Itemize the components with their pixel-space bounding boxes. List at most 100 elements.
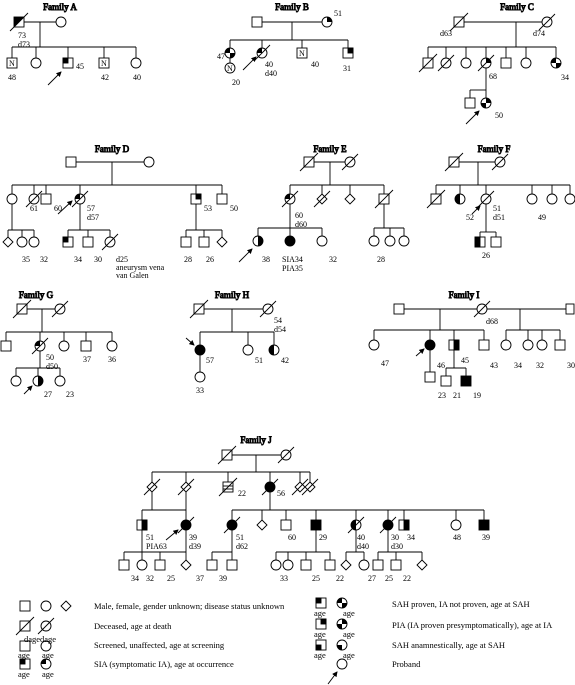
family-f-label: Family F bbox=[478, 144, 511, 154]
age-label: 23 bbox=[438, 391, 446, 400]
age-label: 19 bbox=[473, 391, 481, 400]
legend-sym-label: age bbox=[343, 629, 355, 639]
age-label: 51 bbox=[493, 204, 501, 213]
age-label: d68 bbox=[486, 317, 498, 326]
age-label: 51 bbox=[255, 356, 263, 365]
legend-text: SAH anamnestically, age at SAH bbox=[392, 640, 505, 650]
age-label: 73 bbox=[18, 31, 26, 40]
age-label: PIA63 bbox=[146, 542, 167, 551]
age-label: 34 bbox=[74, 255, 82, 264]
age-label: 22 bbox=[336, 574, 344, 583]
legend-sym-label: age bbox=[343, 608, 355, 618]
age-label: d60 bbox=[295, 220, 307, 229]
age-label: 51 bbox=[146, 533, 154, 542]
family-f bbox=[426, 152, 575, 248]
age-label: d57 bbox=[87, 213, 99, 222]
age-label: 42 bbox=[101, 73, 109, 82]
legend-text: PIA (IA proven presymptomatically), age … bbox=[392, 620, 553, 630]
age-label: d40 bbox=[357, 542, 369, 551]
family-c bbox=[418, 12, 562, 125]
age-label: 57 bbox=[206, 356, 214, 365]
age-label: 43 bbox=[490, 361, 498, 370]
family-b bbox=[224, 16, 354, 74]
age-label: 27 bbox=[368, 574, 376, 583]
legend-text: Screened, unaffected, age at screening bbox=[94, 640, 225, 650]
age-label: PIA35 bbox=[282, 264, 303, 273]
age-label: 68 bbox=[489, 72, 497, 81]
age-label: 34 bbox=[561, 73, 569, 82]
age-label: 34 bbox=[131, 574, 139, 583]
family-h bbox=[185, 299, 280, 383]
age-label: d51 bbox=[493, 213, 505, 222]
age-label: 39 bbox=[189, 533, 197, 542]
age-label: 32 bbox=[146, 574, 154, 583]
age-label: 48 bbox=[8, 73, 16, 82]
age-label: 54 bbox=[274, 316, 282, 325]
age-label: 53 bbox=[204, 204, 212, 213]
age-label: 47 bbox=[381, 359, 389, 368]
age-label: d74 bbox=[533, 29, 545, 38]
legend-text: Proband bbox=[392, 659, 421, 669]
age-label: 52 bbox=[466, 213, 474, 222]
legend-sym-label: age bbox=[314, 629, 326, 639]
age-label: 57 bbox=[87, 204, 95, 213]
age-label: 61 bbox=[30, 204, 38, 213]
family-i-label: Family I bbox=[449, 290, 480, 300]
age-label: 22 bbox=[238, 489, 246, 498]
age-label: 21 bbox=[453, 391, 461, 400]
age-label: 40 bbox=[311, 60, 319, 69]
age-label: d73 bbox=[18, 40, 30, 49]
age-label: 35 bbox=[22, 255, 30, 264]
age-label: 49 bbox=[538, 213, 546, 222]
legend bbox=[15, 597, 348, 685]
age-label: 50 bbox=[230, 204, 238, 213]
legend-sym-label: age bbox=[18, 669, 30, 679]
legend-sym-label: age bbox=[314, 608, 326, 618]
age-label: 51 bbox=[334, 9, 342, 18]
age-label: 38 bbox=[262, 255, 270, 264]
family-j bbox=[118, 445, 490, 571]
age-label: 34 bbox=[514, 361, 522, 370]
age-label: d30 bbox=[391, 542, 403, 551]
age-label: 50 bbox=[495, 111, 503, 120]
n-mark: N bbox=[227, 64, 233, 73]
age-label: 60 bbox=[54, 204, 62, 213]
age-label: 22 bbox=[403, 574, 411, 583]
age-label: SIA34 bbox=[282, 255, 303, 264]
age-label: 30 bbox=[391, 533, 399, 542]
age-label: d39 bbox=[189, 542, 201, 551]
age-label: 48 bbox=[453, 533, 461, 542]
legend-sym-label: age bbox=[42, 669, 54, 679]
age-label: 39 bbox=[219, 574, 227, 583]
age-label: d54 bbox=[274, 325, 286, 334]
age-label: 31 bbox=[343, 64, 351, 73]
age-label: 32 bbox=[536, 361, 544, 370]
n-mark: N bbox=[9, 59, 15, 68]
age-label: 26 bbox=[206, 255, 214, 264]
age-label: 56 bbox=[277, 489, 285, 498]
legend-sym-label: dage bbox=[24, 634, 40, 644]
age-label: d62 bbox=[236, 542, 248, 551]
age-label: 60 bbox=[288, 533, 296, 542]
legend-sym-label: age bbox=[343, 650, 355, 660]
age-label: d25 bbox=[116, 255, 128, 264]
family-g-label: Family G bbox=[19, 290, 54, 300]
family-d bbox=[2, 156, 228, 251]
age-label: 45 bbox=[461, 356, 469, 365]
age-label: 37 bbox=[196, 574, 204, 583]
age-label: 23 bbox=[66, 390, 74, 399]
family-e bbox=[238, 152, 410, 263]
family-h-label: Family H bbox=[215, 290, 250, 300]
age-label: 33 bbox=[196, 386, 204, 395]
age-label: 39 bbox=[482, 533, 490, 542]
age-label: 36 bbox=[108, 355, 116, 364]
age-label: 50 bbox=[46, 353, 54, 362]
family-b-label: Family B bbox=[275, 2, 309, 12]
n-mark: N bbox=[101, 59, 107, 68]
age-label: 46 bbox=[437, 361, 445, 370]
legend-sym-label: age bbox=[18, 650, 30, 660]
age-label: 32 bbox=[40, 255, 48, 264]
age-label: d63 bbox=[440, 29, 452, 38]
age-label: 30 bbox=[94, 255, 102, 264]
